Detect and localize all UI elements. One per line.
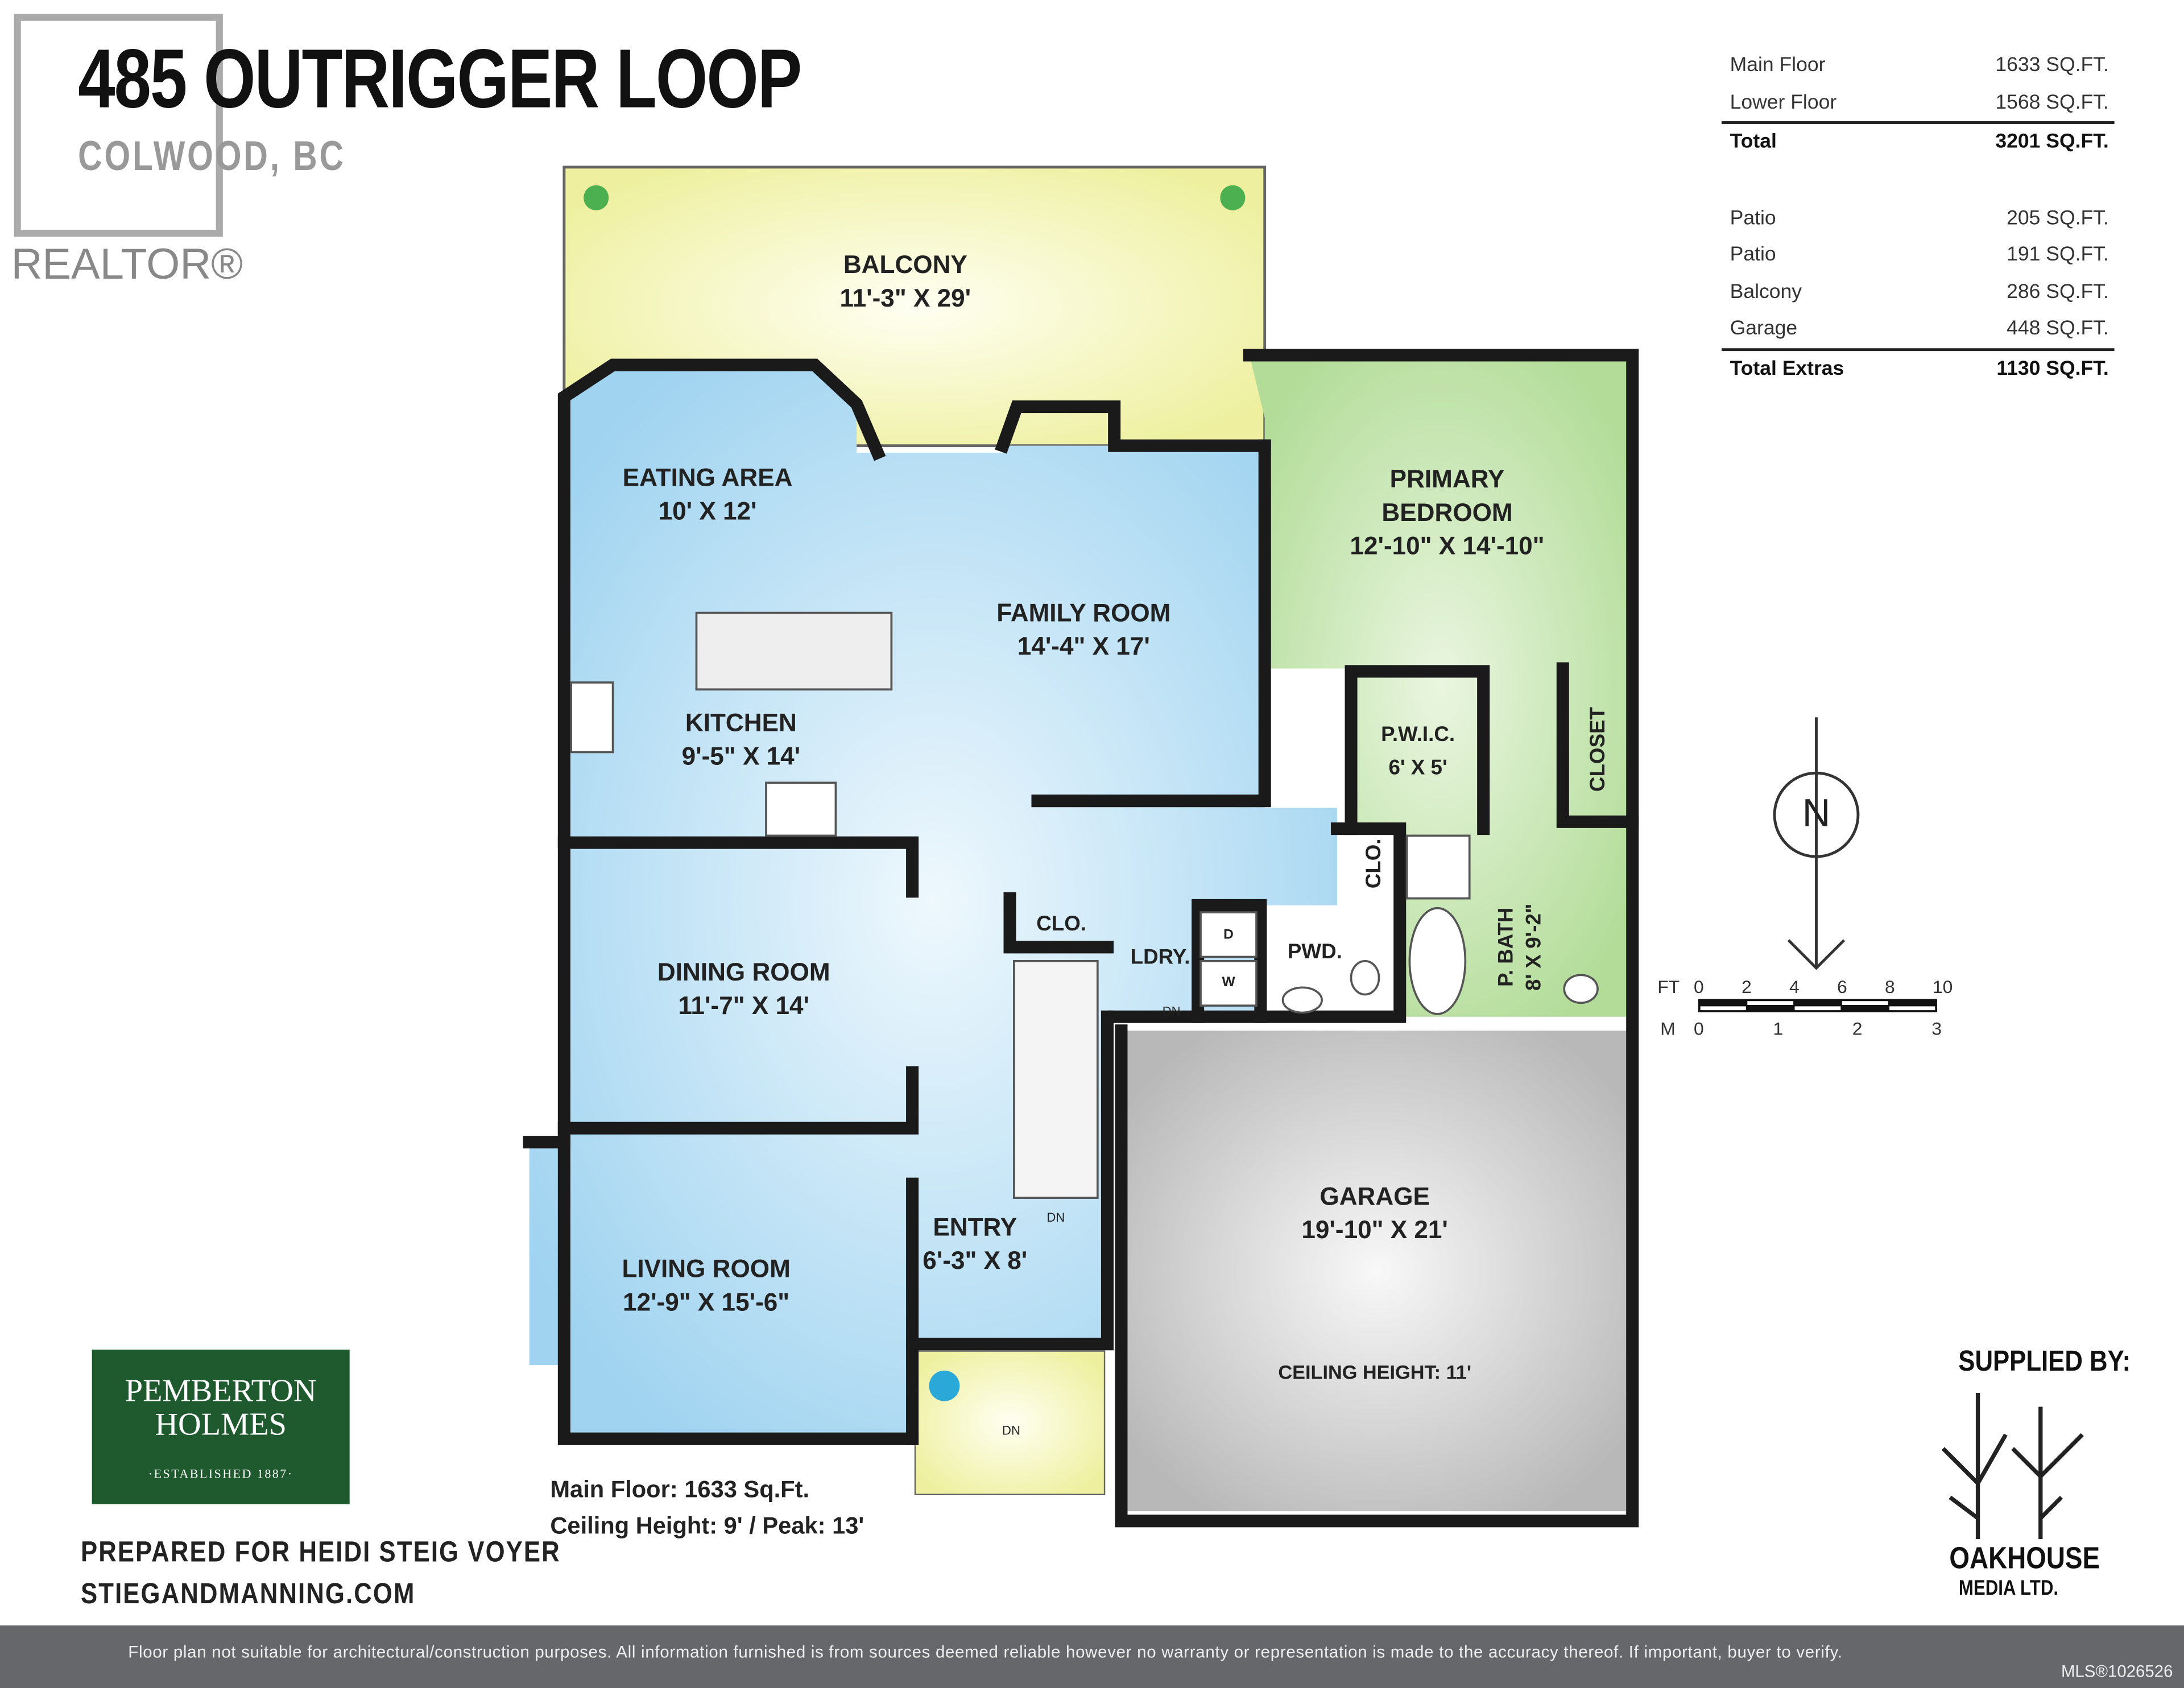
- oakhouse-tree-icon: [1941, 1392, 2084, 1540]
- mls-number: MLS®1026526: [2061, 1661, 2173, 1681]
- washer-label: W: [1222, 975, 1235, 991]
- room-clo-bedroom: CLO.: [1362, 838, 1386, 889]
- laundry-down-label: DN: [1162, 1004, 1181, 1019]
- area-row: Main Floor 1633 SQ.FT.: [1722, 47, 2115, 84]
- area-label: Lower Floor: [1730, 92, 1837, 114]
- area-table: Main Floor 1633 SQ.FT. Lower Floor 1568 SQ…: [1721, 47, 2115, 387]
- scale-ft-label: FT: [1657, 976, 1680, 998]
- disclaimer: Floor plan not suitable for architectura…: [128, 1642, 1843, 1662]
- area-total-extras-row: Total Extras 1130 SQ.FT.: [1721, 347, 2115, 387]
- supplied-by-label: SUPPLIED BY:: [1958, 1345, 2131, 1378]
- area-value: 205 SQ.FT.: [2007, 207, 2109, 230]
- area-label: Total: [1730, 131, 1777, 154]
- area-label: Garage: [1730, 317, 1798, 341]
- room-pwic: P.W.I.C.6' X 5': [1381, 723, 1455, 780]
- area-row: Patio 205 SQ.FT.: [1722, 200, 2115, 237]
- garage-ceiling-height: CEILING HEIGHT: 11': [1278, 1360, 1471, 1383]
- area-total-row: Total 3201 SQ.FT.: [1721, 121, 2115, 161]
- primary-bedroom-area: [1249, 355, 1633, 1017]
- area-label: Patio: [1730, 244, 1776, 267]
- area-row: Balcony 286 SQ.FT.: [1722, 274, 2115, 311]
- floor-note: Main Floor: 1633 Sq.Ft.Ceiling Height: 9…: [550, 1476, 864, 1540]
- porch-down-label: DN: [1002, 1423, 1020, 1438]
- garage-area: [1121, 1031, 1634, 1512]
- page-title: 485 OUTRIGGER LOOP: [78, 32, 802, 126]
- compass-label: N: [1802, 791, 1831, 834]
- stairs-down-label: DN: [1046, 1210, 1065, 1224]
- realtor-logo-mark: [14, 14, 223, 237]
- scale-m-label: M: [1660, 1018, 1676, 1039]
- area-row: Lower Floor 1568 SQ.FT.: [1722, 84, 2115, 121]
- area-value: 286 SQ.FT.: [2007, 281, 2109, 304]
- area-value: 448 SQ.FT.: [2007, 317, 2109, 341]
- area-value: 1130 SQ.FT.: [1996, 357, 2109, 380]
- area-row: Patio 191 SQ.FT.: [1722, 237, 2115, 274]
- area-label: Total Extras: [1730, 357, 1844, 380]
- plant-icon: [929, 1370, 960, 1401]
- area-label: Main Floor: [1730, 55, 1826, 77]
- room-laundry: LDRY.: [1130, 945, 1190, 970]
- area-value: 1568 SQ.FT.: [1995, 92, 2109, 114]
- room-powder: PWD.: [1287, 940, 1342, 964]
- area-label: Patio: [1730, 207, 1776, 230]
- area-row: Garage 448 SQ.FT.: [1722, 311, 2115, 347]
- north-arrow-icon: [1773, 717, 1860, 970]
- room-clo-entry: CLO.: [1036, 912, 1087, 936]
- area-label: Balcony: [1730, 281, 1802, 304]
- scale-bar: [1698, 999, 1937, 1012]
- dryer-label: D: [1223, 928, 1234, 943]
- footer-bar: Floor plan not suitable for architectura…: [0, 1625, 2184, 1688]
- area-value: 1633 SQ.FT.: [1995, 55, 2109, 77]
- area-value: 3201 SQ.FT.: [1995, 131, 2109, 154]
- page-subtitle: COLWOOD, BC: [78, 134, 346, 180]
- plant-icon: [584, 185, 1246, 210]
- realtor-logo-text: REALTOR®: [11, 239, 243, 288]
- room-closet: CLOSET: [1586, 707, 1611, 792]
- area-value: 191 SQ.FT.: [2007, 244, 2109, 267]
